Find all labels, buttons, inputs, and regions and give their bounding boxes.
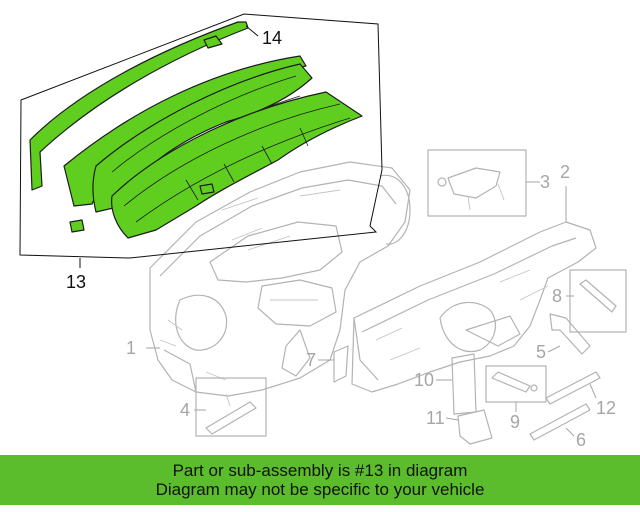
callout-8: 8 xyxy=(552,286,562,306)
callout-labels: 1 2 3 4 5 6 7 8 9 10 11 12 13 14 xyxy=(66,28,616,450)
callout-7: 7 xyxy=(306,350,316,370)
callout-11: 11 xyxy=(426,408,445,428)
callout-3: 3 xyxy=(540,172,550,192)
parts-diagram: 1 2 3 4 5 6 7 8 9 10 11 12 13 14 xyxy=(19,13,627,450)
banner-line-2: Diagram may not be specific to your vehi… xyxy=(155,480,485,499)
instrument-panel-ghost xyxy=(146,161,411,397)
callout-4: 4 xyxy=(180,400,190,420)
callout-13: 13 xyxy=(66,272,86,292)
callout-12: 12 xyxy=(596,398,616,418)
clip-part xyxy=(69,219,85,233)
detail-box-4 xyxy=(194,377,267,437)
callout-9: 9 xyxy=(510,412,520,432)
clip-part xyxy=(203,35,223,49)
ghost-small-parts xyxy=(318,313,601,445)
callout-1: 1 xyxy=(126,338,136,358)
detail-box-8 xyxy=(566,269,627,333)
callout-10: 10 xyxy=(414,370,434,390)
clip-part xyxy=(199,183,215,195)
assembly-13-box xyxy=(19,13,383,268)
detail-box-9 xyxy=(485,365,547,412)
callout-6: 6 xyxy=(576,430,586,450)
lower-instrument-panel xyxy=(111,91,363,239)
highlighted-part-13 xyxy=(29,21,363,239)
banner-line-1: Part or sub-assembly is #13 in diagram xyxy=(172,461,468,480)
part-info-banner: Part or sub-assembly is #13 in diagram D… xyxy=(0,455,640,505)
callout-14: 14 xyxy=(262,28,282,48)
detail-box-3 xyxy=(427,149,540,217)
callout-5: 5 xyxy=(536,342,546,362)
cross-car-beam-ghost xyxy=(351,186,597,393)
callout-2: 2 xyxy=(560,162,570,182)
